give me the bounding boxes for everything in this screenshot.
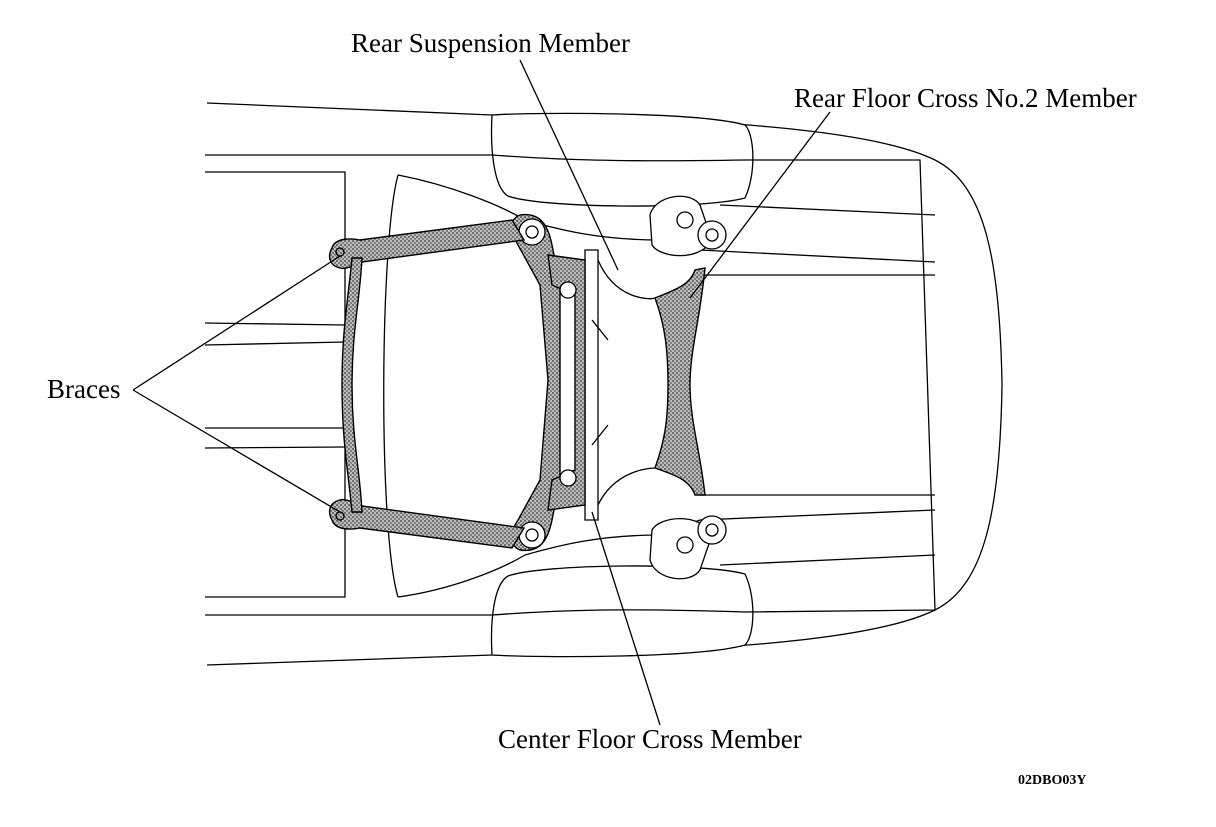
label-center-floor-cross-member: Center Floor Cross Member <box>498 724 802 754</box>
leader-rear-suspension-member <box>519 59 619 271</box>
leader-braces-upper <box>132 255 341 391</box>
rear-suspension-member <box>510 213 586 552</box>
brace-cross-bar <box>341 257 363 513</box>
label-rear-suspension-member: Rear Suspension Member <box>351 28 630 58</box>
leader-braces-lower <box>132 389 341 513</box>
rear-wheel-right <box>490 565 754 658</box>
label-braces: Braces <box>47 374 121 404</box>
rear-wheel-left <box>490 112 754 207</box>
figure-code: 02DBO03Y <box>1018 773 1087 788</box>
diff-mount-lower <box>649 515 727 580</box>
diff-mount-upper <box>649 195 727 257</box>
leader-center-floor-cross-member <box>591 511 661 726</box>
center-floor-cross-member <box>584 249 656 521</box>
leader-lines <box>132 59 831 726</box>
rear-floor-cross-no2-member <box>654 267 706 496</box>
label-rear-floor-cross-no2-member: Rear Floor Cross No.2 Member <box>794 83 1137 113</box>
leader-rear-floor-cross-no2 <box>689 111 831 299</box>
